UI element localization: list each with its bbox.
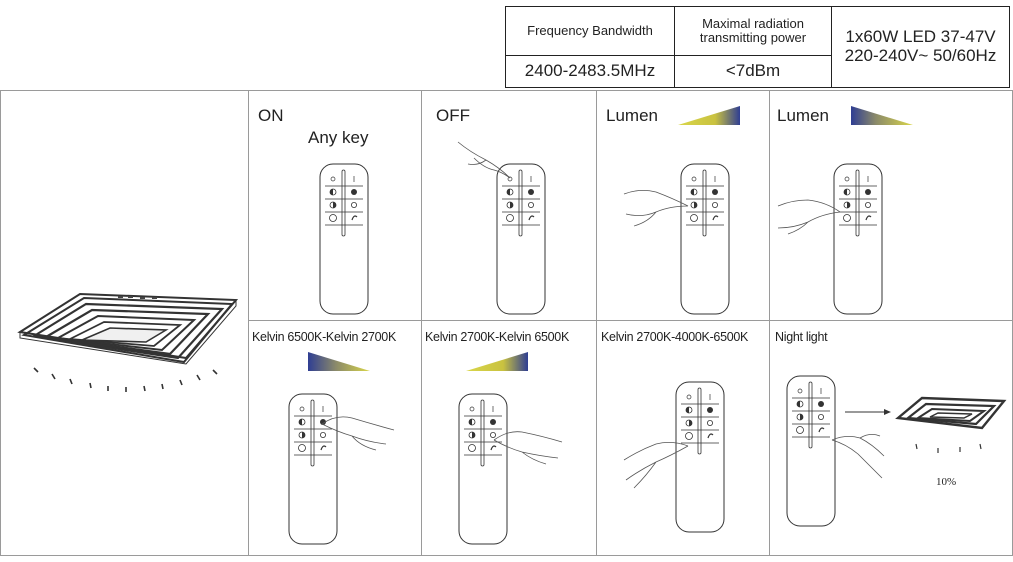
kelvin-cool-title: Kelvin 2700K-Kelvin 6500K: [425, 330, 569, 344]
remote-control-icon: [496, 163, 546, 315]
kelvin-cycle-title: Kelvin 2700K-4000K-6500K: [601, 330, 749, 344]
grid-line: [248, 90, 249, 556]
grid-line: [0, 555, 1013, 556]
grid-line: [0, 90, 1, 556]
remote-control-icon: [675, 381, 725, 533]
night-light-title: Night light: [775, 330, 828, 344]
remote-control-icon: [288, 393, 338, 545]
spec-table: Frequency Bandwidth 2400-2483.5MHz Maxim…: [505, 6, 1010, 88]
remote-control-icon: [680, 163, 730, 315]
brightness-ramp-icon: [308, 352, 370, 371]
lamp-spec-line1: 1x60W LED 37-47V: [845, 27, 996, 47]
pointing-hand-icon: [831, 434, 885, 479]
ceiling-lamp-icon: [895, 396, 1007, 430]
pointing-hand-icon: [493, 431, 563, 465]
grid-line: [596, 90, 597, 556]
grid-line: [248, 320, 1013, 321]
off-title: OFF: [436, 106, 470, 125]
remote-control-icon: [458, 393, 508, 545]
grid-line: [769, 90, 770, 556]
pointing-hand-icon: [623, 442, 689, 489]
pointing-hand-icon: [321, 416, 395, 451]
arrow-right-icon: [845, 409, 891, 415]
pointing-hand-icon: [457, 141, 511, 179]
grid-line: [0, 90, 1013, 91]
ceiling-lamp-icon: [17, 292, 239, 392]
light-ray-marks: [915, 443, 982, 453]
remote-control-icon: [833, 163, 883, 315]
kelvin-warm-title: Kelvin 6500K-Kelvin 2700K: [252, 330, 396, 344]
lamp-spec-line2: 220-240V~ 50/60Hz: [844, 46, 997, 65]
power-label: Maximal radiation transmitting power: [674, 6, 832, 56]
brightness-ramp-icon: [678, 106, 740, 125]
pointing-hand-icon: [777, 199, 841, 235]
grid-line: [421, 90, 422, 556]
brightness-ramp-icon: [466, 352, 528, 371]
night-light-percent: 10%: [936, 476, 957, 488]
on-subtitle: Any key: [308, 128, 369, 147]
remote-control-icon: [319, 163, 369, 315]
pointing-hand-icon: [623, 190, 689, 227]
lamp-spec: 1x60W LED 37-47V 220-240V~ 50/60Hz: [831, 6, 1010, 88]
lumen-up-title: Lumen: [606, 106, 658, 125]
on-title: ON: [258, 106, 284, 125]
brightness-ramp-icon: [851, 106, 913, 125]
remote-control-icon: [786, 375, 836, 527]
lumen-down-title: Lumen: [777, 106, 829, 125]
